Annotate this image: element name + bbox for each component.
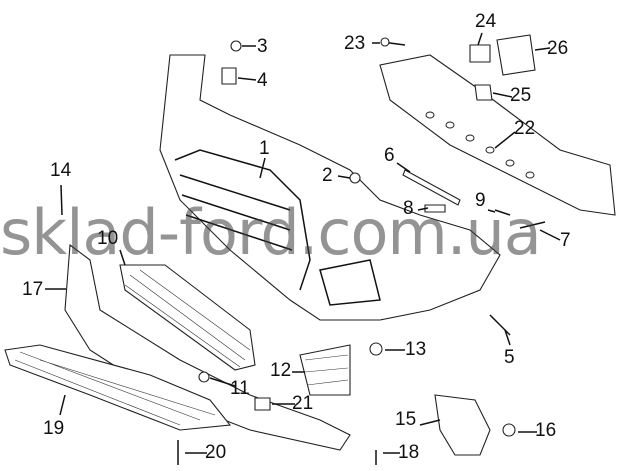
bumper-cover [159, 54, 501, 321]
reinforcement-holes [425, 111, 535, 179]
small-bracket [474, 84, 493, 101]
callout-16: 16 [535, 420, 557, 441]
callout-19: 19 [43, 418, 65, 439]
callout-2: 2 [322, 165, 333, 186]
sensor-part [469, 44, 491, 63]
callout-23: 23 [344, 33, 366, 54]
rivet [198, 371, 210, 383]
fog-lamp-opening [319, 259, 381, 306]
bolt-head [380, 37, 390, 47]
push-pin [230, 40, 242, 52]
callout-13: 13 [405, 339, 427, 360]
nut [369, 342, 383, 356]
callout-24: 24 [475, 11, 497, 32]
bumper-reinforcement [379, 54, 616, 216]
callout-5: 5 [504, 347, 515, 368]
callout-25: 25 [510, 85, 532, 106]
bolt-head [349, 172, 361, 184]
callout-15: 15 [395, 409, 417, 430]
callout-4: 4 [257, 70, 268, 91]
callout-9: 9 [475, 190, 486, 211]
lower-grille [4, 344, 232, 431]
retainer [424, 204, 446, 213]
callout-12: 12 [270, 360, 292, 381]
upper-grille-mesh [124, 269, 251, 368]
side-bracket [402, 169, 461, 206]
callout-18: 18 [398, 442, 420, 463]
screw [489, 314, 511, 336]
watermark: sklad-ford.com.ua [0, 196, 542, 269]
bumper-cover-detail [174, 149, 311, 291]
absorber-bracket [496, 34, 536, 76]
clip [221, 67, 237, 85]
callout-14: 14 [50, 160, 72, 181]
nut [502, 423, 516, 437]
callout-22: 22 [514, 118, 536, 139]
pin [519, 221, 546, 229]
callout-3: 3 [257, 36, 268, 57]
callout-21: 21 [292, 393, 314, 414]
lower-grille-mesh [14, 351, 216, 426]
callout-8: 8 [403, 198, 414, 219]
bumper-grille-bars [179, 174, 293, 251]
pins [177, 440, 377, 465]
callout-10: 10 [97, 228, 119, 249]
callout-1: 1 [259, 138, 270, 159]
callout-17: 17 [22, 279, 44, 300]
callout-20: 20 [205, 442, 227, 463]
clip [494, 209, 511, 216]
callout-7: 7 [560, 230, 571, 251]
callout-11: 11 [230, 378, 250, 399]
fog-lamp-grille-mesh [304, 354, 349, 386]
callout-6: 6 [384, 145, 395, 166]
leader-lines [45, 32, 561, 454]
fog-lamp-bezel [434, 394, 491, 456]
clip [254, 397, 271, 411]
callout-26: 26 [547, 38, 569, 59]
